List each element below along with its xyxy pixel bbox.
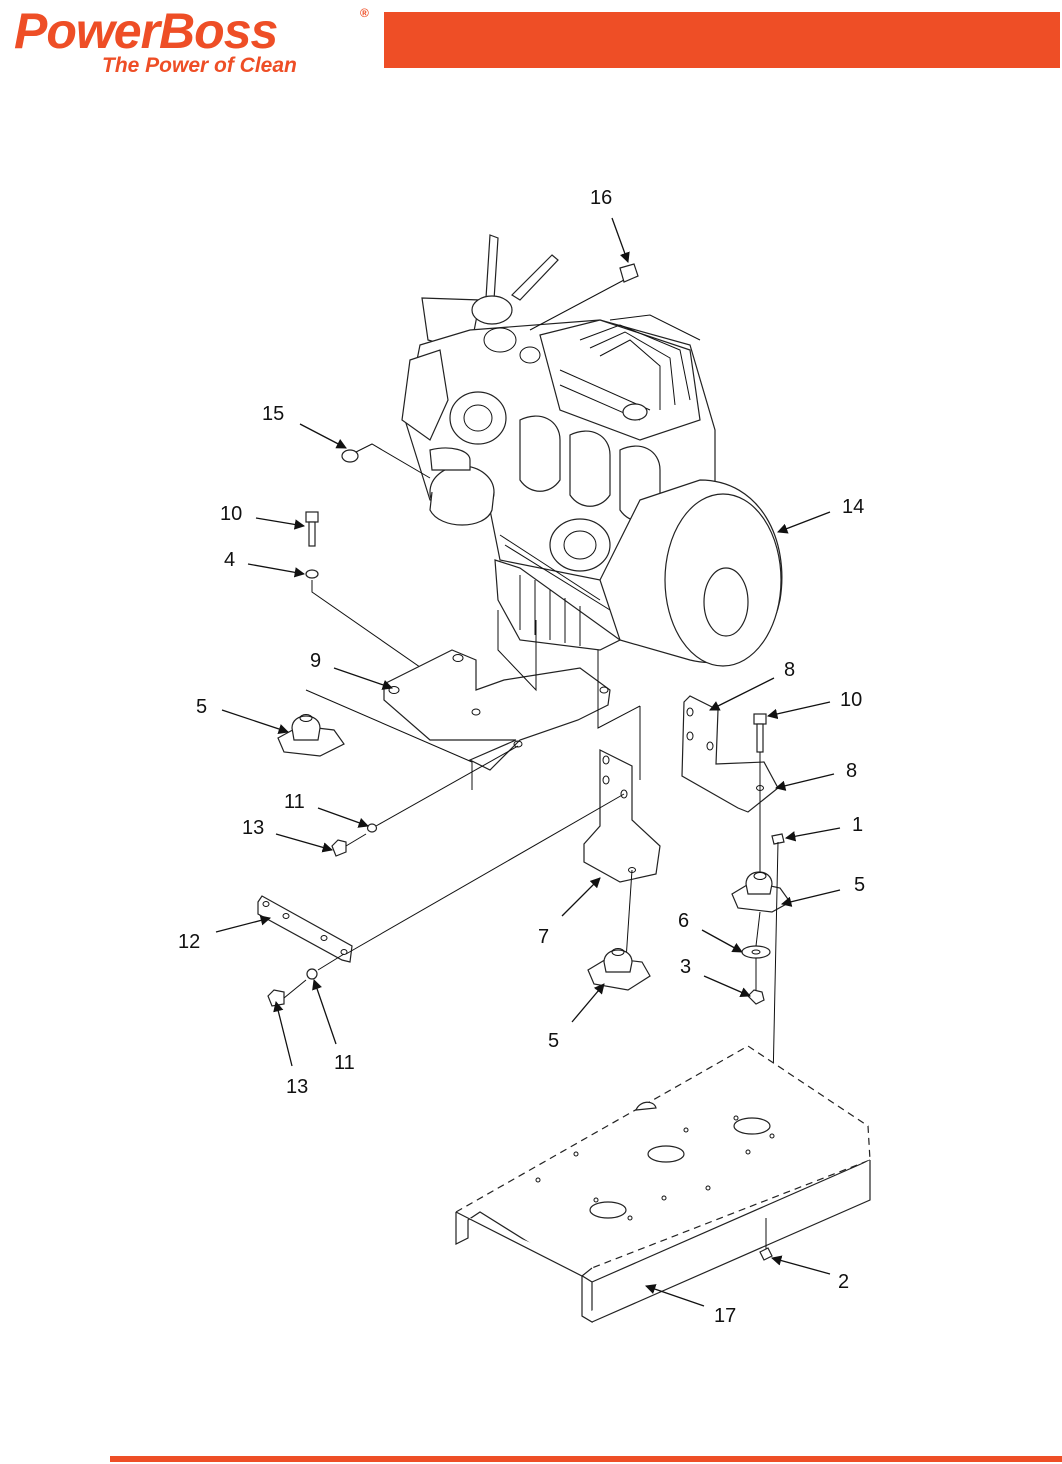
callout-2: 2 bbox=[838, 1271, 849, 1293]
callout-5-left: 5 bbox=[196, 696, 207, 718]
bolt-13-mid bbox=[331, 745, 519, 857]
frame-17 bbox=[455, 1045, 871, 1324]
callout-4: 4 bbox=[224, 549, 235, 571]
callout-10-right: 10 bbox=[840, 689, 862, 711]
bracket-8 bbox=[681, 695, 779, 813]
callout-13-mid: 13 bbox=[242, 817, 264, 839]
bolt-10-right bbox=[753, 713, 767, 880]
callout-11-lower: 11 bbox=[334, 1052, 355, 1074]
callout-8-bottom: 8 bbox=[846, 760, 857, 782]
mount-5-center bbox=[587, 948, 651, 991]
callout-5-center: 5 bbox=[548, 1030, 559, 1052]
bracket-9 bbox=[383, 649, 611, 771]
callout-10-left: 10 bbox=[220, 503, 242, 525]
callout-12: 12 bbox=[178, 931, 200, 953]
header-bar bbox=[384, 12, 1060, 68]
callout-11-mid: 11 bbox=[284, 791, 305, 813]
bracket-7 bbox=[583, 749, 661, 961]
registered-mark: ® bbox=[360, 6, 369, 20]
callout-8-top: 8 bbox=[784, 659, 795, 681]
callout-6: 6 bbox=[678, 910, 689, 932]
callout-17: 17 bbox=[714, 1305, 736, 1327]
callout-1: 1 bbox=[852, 814, 863, 836]
brand-name: PowerBoss bbox=[14, 3, 278, 59]
bracket-12 bbox=[257, 793, 625, 963]
callout-leaders bbox=[215, 217, 841, 1307]
mount-5-right bbox=[731, 871, 791, 1005]
engine bbox=[401, 234, 783, 667]
callout-9: 9 bbox=[310, 650, 321, 672]
powerboss-logo: PowerBoss ® The Power of Clean bbox=[14, 3, 374, 77]
callout-14: 14 bbox=[842, 496, 864, 518]
callout-labels: 16 15 10 4 14 9 5 8 10 8 11 13 1 5 12 7 … bbox=[178, 187, 865, 1327]
bolt-13-lower bbox=[267, 953, 345, 1007]
callout-5-right: 5 bbox=[854, 874, 865, 896]
sensor-16 bbox=[529, 263, 639, 331]
callout-15: 15 bbox=[262, 403, 284, 425]
sensor-15 bbox=[341, 443, 431, 479]
callout-3: 3 bbox=[680, 956, 691, 978]
callout-7: 7 bbox=[538, 926, 549, 948]
callout-13-lower: 13 bbox=[286, 1076, 308, 1098]
footer-bar bbox=[110, 1456, 1062, 1462]
callout-16: 16 bbox=[590, 187, 612, 209]
brand-tagline: The Power of Clean bbox=[102, 54, 297, 77]
mount-5-left bbox=[277, 714, 345, 757]
